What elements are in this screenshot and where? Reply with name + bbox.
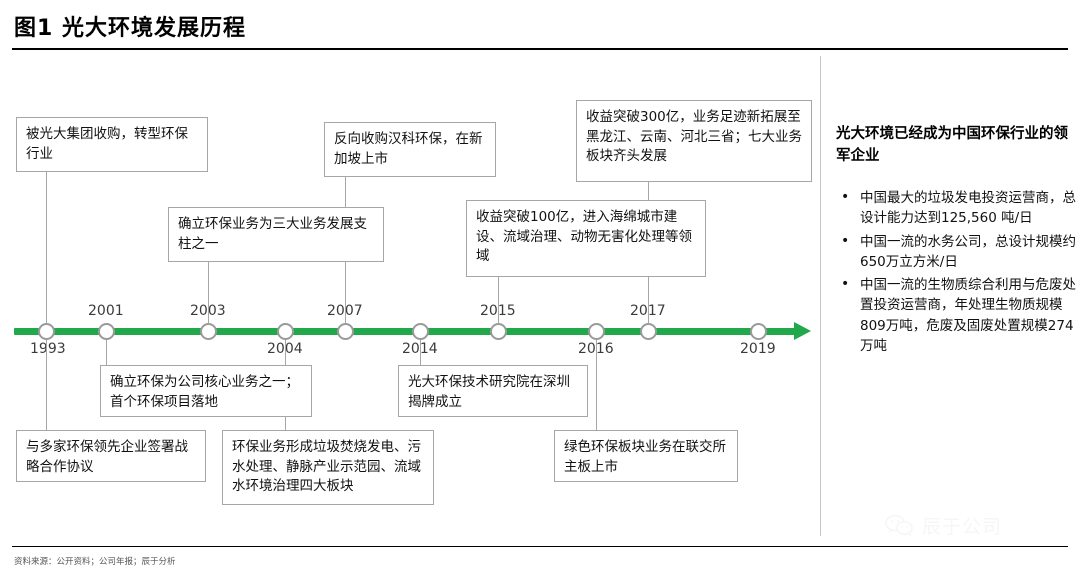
event-box-2016[interactable]: 绿色环保板块业务在联交所主板上市 — [554, 430, 738, 482]
panel-divider — [820, 56, 821, 536]
timeline-node-2004[interactable] — [277, 323, 294, 340]
connector-2016 — [596, 340, 597, 430]
year-label-1993: 1993 — [30, 341, 66, 357]
event-box-1993-b[interactable]: 与多家环保领先企业签署战略合作协议 — [16, 430, 206, 482]
timeline-node-2001[interactable] — [98, 323, 115, 340]
event-box-2017[interactable]: 收益突破300亿，业务足迹新拓展至黑龙江、云南、河北三省；七大业务板块齐头发展 — [576, 100, 812, 182]
panel-bullet-list: 中国最大的垃圾发电投资运营商，总设计能力达到125,560 吨/日 中国一流的水… — [836, 187, 1078, 359]
connector-1993 — [46, 172, 47, 324]
connector-1993-b — [46, 340, 47, 430]
event-box-1993[interactable]: 被光大集团收购，转型环保行业 — [16, 117, 208, 172]
timeline-node-2003[interactable] — [200, 323, 217, 340]
timeline-node-1993[interactable] — [38, 323, 55, 340]
year-label-2016: 2016 — [578, 341, 614, 357]
panel-bullet-2: 中国一流的水务公司，总设计规模约650万立方米/日 — [836, 231, 1078, 273]
watermark-text: 辰于公司 — [922, 516, 1003, 538]
year-label-2003: 2003 — [190, 303, 226, 319]
connector-2001 — [106, 340, 107, 365]
panel-heading: 光大环境已经成为中国环保行业的领军企业 — [836, 126, 1068, 164]
event-box-2004[interactable]: 环保业务形成垃圾焚烧发电、污水处理、静脉产业示范园、流域水环境治理四大板块 — [222, 430, 434, 505]
source-note: 资料来源：公开资料；公司年报；辰于分析 — [14, 557, 176, 567]
event-box-2007[interactable]: 反向收购汉科环保，在新加坡上市 — [324, 122, 496, 177]
year-label-2001: 2001 — [88, 303, 124, 319]
year-label-2017: 2017 — [630, 303, 666, 319]
year-label-2004: 2004 — [267, 341, 303, 357]
event-box-2001[interactable]: 确立环保为公司核心业务之一；首个环保项目落地 — [100, 365, 312, 417]
wechat-icon — [885, 514, 915, 538]
timeline-node-2016[interactable] — [588, 323, 605, 340]
event-box-2014[interactable]: 光大环保技术研究院在深圳揭牌成立 — [398, 365, 588, 417]
timeline-node-2019[interactable] — [750, 323, 767, 340]
footer-divider — [12, 546, 1068, 547]
event-box-2003[interactable]: 确立环保业务为三大业务发展支柱之一 — [168, 207, 384, 262]
timeline-node-2015[interactable] — [490, 323, 507, 340]
year-label-2019: 2019 — [740, 341, 776, 357]
timeline-node-2014[interactable] — [412, 323, 429, 340]
connector-2015 — [498, 277, 499, 324]
year-label-2015: 2015 — [480, 303, 516, 319]
page-title: 图1 光大环境发展历程 — [14, 16, 246, 41]
connector-2014 — [420, 340, 421, 365]
timeline-axis — [14, 328, 796, 335]
year-label-2007: 2007 — [327, 303, 363, 319]
connector-2003 — [208, 262, 209, 324]
timeline-arrow-icon — [794, 322, 811, 340]
event-box-2015[interactable]: 收益突破100亿，进入海绵城市建设、流域治理、动物无害化处理等领域 — [466, 200, 706, 277]
panel-bullet-1: 中国最大的垃圾发电投资运营商，总设计能力达到125,560 吨/日 — [836, 187, 1078, 229]
watermark: 辰于公司 — [885, 512, 1002, 539]
year-label-2014: 2014 — [402, 341, 438, 357]
timeline-node-2017[interactable] — [640, 323, 657, 340]
timeline-node-2007[interactable] — [337, 323, 354, 340]
title-divider — [12, 48, 1068, 50]
panel-bullet-3: 中国一流的生物质综合利用与危废处置投资运营商，年处理生物质规模809万吨，危废及… — [836, 274, 1078, 356]
